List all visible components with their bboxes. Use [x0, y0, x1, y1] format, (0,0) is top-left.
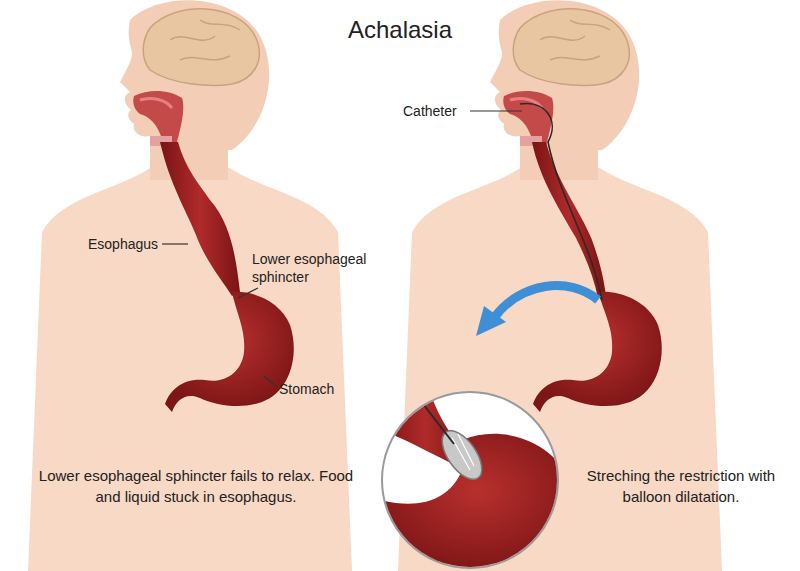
title: Achalasia: [300, 16, 500, 44]
panel-caption: Streching the restriction with balloon d…: [578, 465, 784, 507]
part-label: Catheter: [403, 102, 473, 120]
part-label: Stomach: [279, 380, 359, 398]
part-label: Lower esophageal sphincter: [252, 250, 392, 286]
part-label: Esophagus: [88, 235, 158, 253]
panel-caption: Lower esophageal sphincter fails to rela…: [34, 465, 358, 507]
